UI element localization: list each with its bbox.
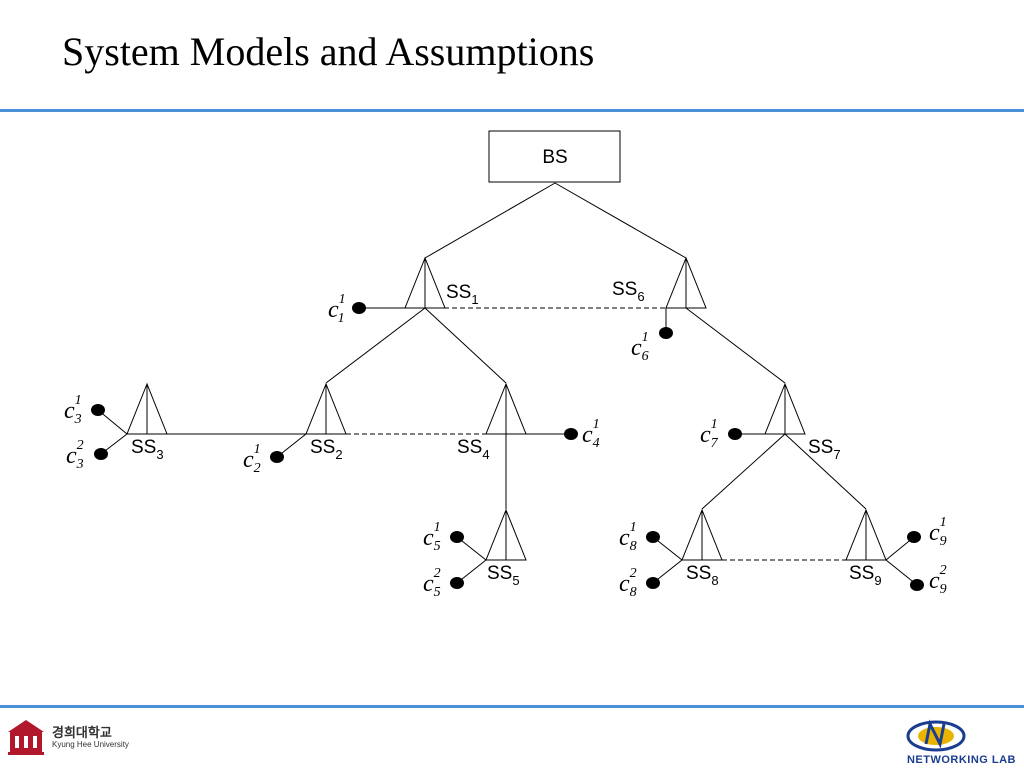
ss4-label: SS4: [457, 437, 490, 462]
client-dot-c3-2: [94, 448, 108, 460]
base-station-label: BS: [542, 147, 567, 168]
tower-ss1: [404, 256, 446, 309]
client-dot-c5-1: [450, 531, 464, 543]
slide-title: System Models and Assumptions: [62, 29, 595, 74]
edge-ss6-ss7: [685, 307, 786, 384]
ss7-label: SS7: [808, 437, 841, 462]
edge-ss1-ss2: [325, 307, 426, 384]
university-emblem-icon: [8, 720, 44, 755]
client-dot-c2-1: [270, 451, 284, 463]
tower-ss5: [485, 508, 527, 561]
ss5-label: SS5: [487, 563, 520, 588]
edge-ss9-c9-2: [885, 559, 918, 586]
client-dot-c6-1: [659, 327, 673, 339]
tower-ss2: [305, 382, 347, 435]
ss1-label: SS1: [446, 282, 479, 307]
title-divider: [0, 109, 1024, 112]
edge-bs-ss1: [424, 182, 556, 259]
base-station-box: [488, 130, 621, 183]
client-dot-c3-1: [91, 404, 105, 416]
university-name-en: Kyung Hee University: [52, 740, 129, 749]
lab-name: NETWORKING LAB: [906, 754, 1016, 766]
edge-bs-ss6: [554, 182, 687, 259]
tower-ss9: [845, 508, 887, 561]
edge-ss1-ss4: [424, 307, 507, 384]
university-logo: 경희대학교 Kyung Hee University: [6, 718, 146, 758]
tower-ss8: [681, 508, 723, 561]
ss6-label: SS6: [612, 279, 645, 304]
tower-ss4: [485, 382, 527, 435]
footer-divider: [0, 705, 1024, 708]
client-dot-c9-1: [907, 531, 921, 543]
client-dot-c8-2: [646, 577, 660, 589]
ss2-label: SS2: [310, 437, 343, 462]
edge-ss7-ss9: [784, 433, 867, 510]
tower-ss3: [126, 382, 168, 435]
ss9-label: SS9: [849, 563, 882, 588]
client-dot-c8-1: [646, 531, 660, 543]
edge-ss7-ss8: [701, 433, 786, 510]
client-dot-c5-2: [450, 577, 464, 589]
lab-logo: NETWORKING LAB: [858, 712, 1018, 768]
ss8-label: SS8: [686, 563, 719, 588]
client-dot-c1-1: [352, 302, 366, 314]
client-dot-c7-1: [728, 428, 742, 440]
networking-lab-emblem-icon: [906, 719, 966, 752]
tower-ss7: [764, 382, 806, 435]
university-name: 경희대학교: [52, 726, 112, 741]
client-dot-c9-2: [910, 579, 924, 591]
tower-ss6: [665, 256, 707, 309]
client-dot-c4-1: [564, 428, 578, 440]
ss3-label: SS3: [131, 437, 164, 462]
